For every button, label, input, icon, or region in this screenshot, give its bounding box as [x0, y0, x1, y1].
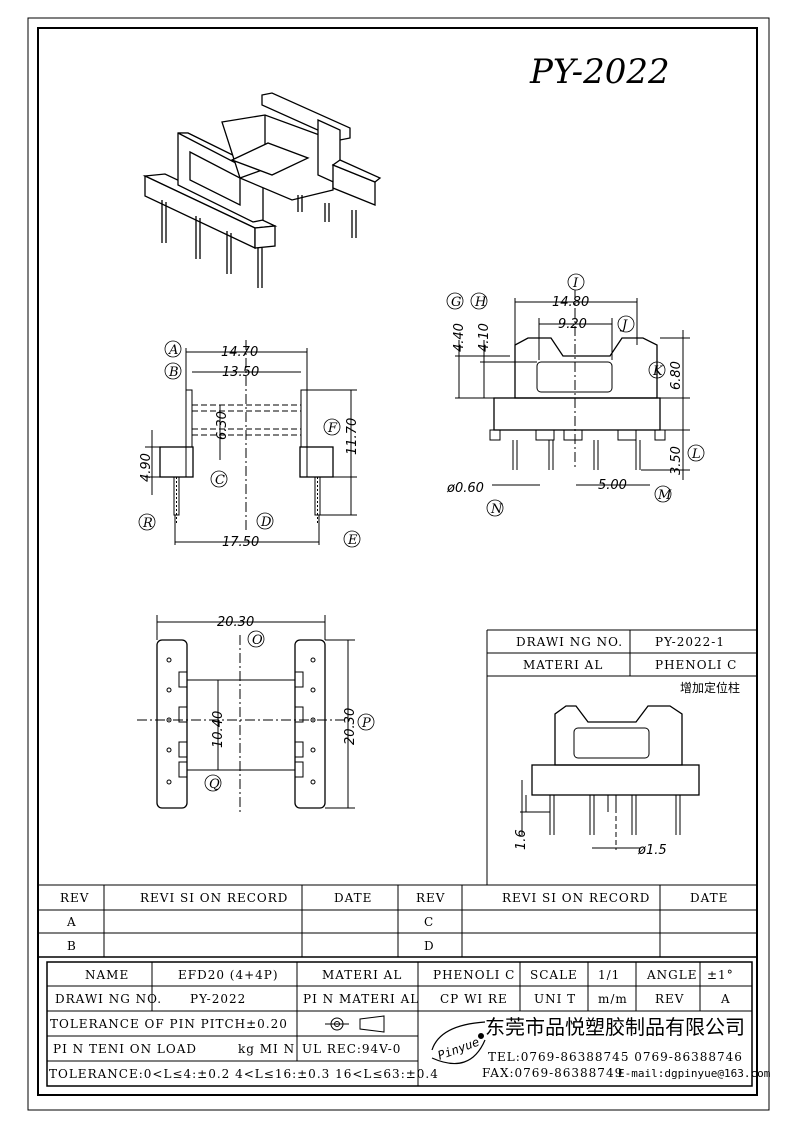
rev-row-a: A — [66, 915, 77, 929]
dim-10-40: 10.40 — [211, 711, 226, 748]
tb-email: E-mail:dgpinyue@163.com — [618, 1067, 771, 1080]
info-material-label: MATERI AL — [523, 658, 603, 672]
letter-e: E — [347, 533, 358, 548]
iso-view — [142, 92, 382, 288]
letter-i: I — [572, 276, 579, 291]
dim-9-20: 9.20 — [558, 317, 587, 332]
dim-14-80: 14.80 — [552, 295, 589, 310]
tb-drawing-label: DRAWI NG NO. — [55, 992, 162, 1006]
tb-ul: UL REC:94V-0 — [302, 1042, 401, 1056]
letter-r: R — [142, 516, 153, 531]
tb-tel: TEL:0769-86388745 0769-86388746 — [488, 1050, 743, 1064]
letter-h: H — [474, 295, 487, 310]
dim-4-10: 4.10 — [477, 323, 492, 352]
rev-header-1: REV — [60, 891, 89, 905]
projection-symbol-icon — [325, 1015, 385, 1033]
letter-k: K — [652, 364, 664, 379]
pinyue-logo-icon — [431, 1021, 486, 1065]
letter-f: F — [327, 421, 338, 436]
rev-row-c: C — [424, 915, 434, 929]
rev-row-b: B — [67, 939, 77, 953]
dim-20-30-v: 20.30 — [343, 708, 358, 745]
rev-header-3: DATE — [334, 891, 372, 905]
tb-name-value: EFD20 (4+4P) — [178, 968, 279, 982]
tb-pin-tension: PI N TENI ON LOAD — [53, 1042, 197, 1056]
rev-header-4: REV — [416, 891, 445, 905]
dim-5-00: 5.00 — [598, 478, 627, 493]
tb-company: 东莞市品悦塑胶制品有限公司 — [485, 1015, 745, 1039]
dim-1-5: ø1.5 — [637, 843, 667, 858]
tb-material-label: MATERI AL — [322, 968, 402, 982]
tb-tolerance-pitch: TOLERANCE OF PIN PITCH±0.20 — [50, 1017, 288, 1031]
dim-0-60: ø0.60 — [446, 481, 484, 496]
tb-material-value: PHENOLI C — [433, 968, 515, 982]
tb-fax: FAX:0769-86388749 — [482, 1066, 623, 1080]
info-drawing-no-value: PY-2022-1 — [655, 635, 725, 649]
letter-j: J — [619, 318, 628, 333]
tb-drawing-value: PY-2022 — [190, 992, 246, 1006]
side-view — [455, 290, 690, 486]
dim-13-50: 13.50 — [222, 365, 259, 380]
tb-unit-value: m/m — [598, 992, 628, 1006]
tb-name-label: NAME — [85, 968, 129, 982]
letter-c: C — [215, 473, 225, 488]
tb-pin-material-label: PI N MATERI AL — [303, 992, 419, 1006]
letter-n: N — [490, 502, 503, 517]
inner-border — [37, 27, 758, 1096]
dim-4-90: 4.90 — [139, 453, 154, 482]
letter-q: Q — [209, 777, 220, 792]
letter-o: O — [252, 633, 263, 648]
tb-kg-min: kg MI N — [238, 1042, 295, 1056]
rev-header-6: DATE — [690, 891, 728, 905]
revision-table-lines — [38, 884, 757, 958]
rev-header-5: REVI SI ON RECORD — [502, 891, 650, 905]
tb-scale-value: 1/1 — [598, 968, 620, 982]
info-box-texts: DRAWI NG NO. PY-2022-1 MATERI AL PHENOLI… — [514, 635, 740, 858]
rev-header-2: REVI SI ON RECORD — [140, 891, 288, 905]
tb-tolerance-bottom: TOLERANCE:0<L≤4:±0.2 4<L≤16:±0.3 16<L≤63… — [49, 1067, 439, 1081]
dim-14-70: 14.70 — [221, 345, 258, 360]
callout-letters — [138, 273, 705, 792]
revision-table: REV REVI SI ON RECORD DATE REV REVI SI O… — [60, 891, 728, 953]
tb-angle-label: ANGLE — [646, 968, 697, 982]
outer-border — [27, 17, 770, 1111]
dim-4-40: 4.40 — [452, 323, 467, 352]
tb-scale-label: SCALE — [530, 968, 578, 982]
letter-b: B — [168, 365, 179, 380]
dim-11-70: 11.70 — [345, 418, 360, 455]
dim-3-50: 3.50 — [669, 446, 684, 475]
letter-g: G — [451, 295, 461, 310]
rev-row-d: D — [424, 939, 435, 953]
letter-p: P — [361, 716, 371, 731]
tb-unit-label: UNI T — [534, 992, 576, 1006]
tb-logo-text: Pinyue — [436, 1035, 482, 1063]
titleblock-lines — [46, 961, 753, 1087]
dim-1-6: 1.6 — [514, 829, 529, 850]
dim-6-80: 6.80 — [669, 361, 684, 390]
tb-pin-material-value: CP WI RE — [440, 992, 508, 1006]
titleblock: NAME EFD20 (4+4P) MATERI AL PHENOLI C SC… — [49, 968, 771, 1081]
tb-rev-value: A — [720, 992, 731, 1006]
info-box — [486, 629, 757, 885]
drawing-title: PY-2022 — [529, 52, 670, 92]
front-view — [145, 340, 357, 545]
tb-rev-label: REV — [655, 992, 684, 1006]
letter-m: M — [657, 488, 672, 503]
letter-d: D — [260, 515, 272, 530]
dim-6-30: 6.30 — [215, 411, 230, 440]
info-note: 增加定位柱 — [680, 680, 740, 695]
callout-letter-texts: A B C D E F R G H I J K L M N O P Q — [142, 276, 701, 792]
tb-angle-value: ±1° — [707, 968, 734, 982]
info-material-value: PHENOLI C — [655, 658, 737, 672]
letter-l: L — [691, 447, 701, 462]
bottom-view — [137, 615, 355, 815]
info-drawing-no-label: DRAWI NG NO. — [516, 635, 623, 649]
dim-20-30-h: 20.30 — [217, 615, 254, 630]
dim-17-50: 17.50 — [222, 535, 259, 550]
letter-a: A — [168, 343, 178, 358]
